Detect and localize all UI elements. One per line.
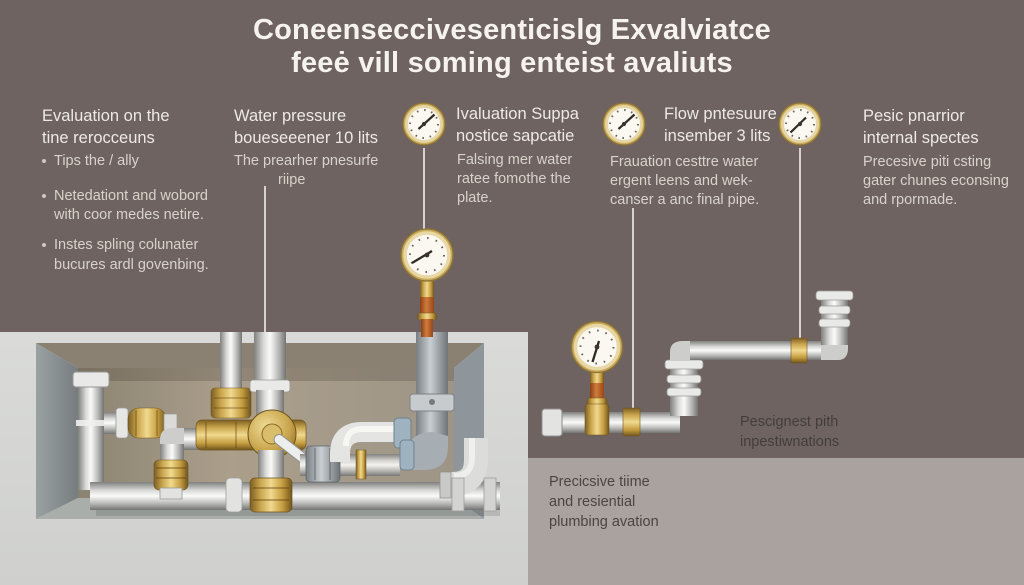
panel-caption: Precicsive tiime and resiential plumbing… <box>549 472 659 532</box>
heading-line: Flow pntesuure <box>664 105 777 123</box>
pipe-bottom-horizontal <box>90 482 500 510</box>
pipe-center-wide <box>254 332 286 384</box>
column-evaluation-bullets: Tips the / ally Netedationt and wobord w… <box>41 152 246 291</box>
column-pesic-heading: Pesic pnarrior internal spectes <box>863 106 1013 150</box>
brass-compression-fitting <box>210 387 252 419</box>
pipe-riser-upper <box>821 292 848 345</box>
pipes-photo <box>0 332 528 585</box>
brass-barrel-coupling <box>127 407 167 439</box>
heading-line: boueseeener 10 lits <box>234 128 379 147</box>
column-ivaluation-body: Falsing mer water ratee fomothe the plat… <box>457 151 617 208</box>
caption-line: and resiential <box>549 494 636 510</box>
heading-line: Water pressure <box>234 107 347 125</box>
bottom-right-panel <box>528 458 1024 585</box>
caption-line: inpestiwnations <box>740 433 840 450</box>
body-line: ergent leens and wek- <box>610 172 753 189</box>
body-line: The prearher pnesurfe <box>234 153 379 169</box>
pipe-center-thin <box>220 332 242 392</box>
list-item: Netedationt and wobord with coor medes n… <box>41 187 246 225</box>
brass-coupling-upper <box>790 337 808 364</box>
heading-line: insember 3 lits <box>664 126 771 145</box>
column-evaluation-heading: Evaluation on the tine rerocceuns <box>42 106 242 150</box>
heading-line: Pesic pnarrior <box>863 107 965 125</box>
heading-line: Ivaluation Suppa <box>456 105 579 123</box>
bullet-text: with coor medes netire. <box>54 207 204 224</box>
ornate-brass-coupling <box>153 459 189 491</box>
body-line: and rpormade. <box>863 191 958 208</box>
body-line: canser a anc final pipe. <box>610 191 760 208</box>
niche-left-wall <box>36 343 78 519</box>
body-line: riipe <box>278 171 306 188</box>
pipe-caption: Pescignest pith inpestiwnations <box>740 413 839 452</box>
connector-line-col5 <box>799 148 801 344</box>
connector-line-col2 <box>264 186 266 332</box>
body-line: gater chunes econsing <box>863 172 1009 189</box>
heading-line: internal spectes <box>863 128 979 147</box>
column-water-pressure-heading: Water pressure boueseeener 10 lits <box>234 106 404 150</box>
pipe-upper <box>690 341 824 360</box>
blue-elbow <box>408 432 448 470</box>
heading-line: Evaluation on the <box>42 107 170 125</box>
brass-hex-coupling <box>249 477 293 513</box>
bullet-text: Instes spling colunater <box>54 237 199 254</box>
list-item: Instes spling colunater bucures ardl gov… <box>41 236 246 274</box>
title-line-1: Coneenseccivesenticislg Exvalviatce <box>252 14 771 46</box>
pipe-illustration <box>541 290 854 437</box>
body-line: Precesive piti csting <box>863 154 992 170</box>
column-ivaluation-heading: Ivaluation Suppa nostice sapcatie <box>456 104 616 148</box>
connector-line-col3 <box>423 148 425 229</box>
column-water-pressure-body: The prearher pnesurfe riipe <box>234 152 414 190</box>
bullet-text: bucures ardl govenbing. <box>54 256 209 273</box>
caption-line: Precicsive tiime <box>549 474 650 490</box>
title-line-2: feeė vill soming enteist avaliuts <box>291 47 733 80</box>
list-item: Tips the / ally <box>41 152 246 171</box>
body-line: Falsing mer water <box>457 152 573 168</box>
heading-line: tine rerocceuns <box>42 128 155 147</box>
body-line: Frauation cesttre water <box>610 154 759 170</box>
body-line: ratee fomothe the <box>457 170 571 187</box>
brass-coupling-lower <box>622 407 641 437</box>
column-flow-heading: Flow pntesuure insember 3 lits <box>664 104 824 148</box>
pressure-gauge-icon <box>602 102 646 146</box>
pressure-gauge-middle <box>400 228 454 337</box>
column-flow-body: Frauation cesttre water ergent leens and… <box>610 153 785 210</box>
heading-line: nostice sapcatie <box>456 126 575 145</box>
bullet-text: Netedationt and wobord <box>54 188 208 205</box>
connector-line-col4 <box>632 208 634 414</box>
pressure-gauge-icon <box>778 102 822 146</box>
body-line: plate. <box>457 189 493 206</box>
bullet-text: Tips the / ally <box>54 153 139 169</box>
caption-line: plumbing avation <box>549 514 659 530</box>
caption-line: Pescignest pith <box>740 414 839 430</box>
pipe-right-gray <box>416 332 448 444</box>
pressure-gauge-icon <box>402 102 446 146</box>
pipe-lower <box>544 412 680 433</box>
page-title: Coneenseccivesenticislg Exvalviatce feeė… <box>0 14 1024 80</box>
column-pesic-body: Precesive piti csting gater chunes econs… <box>863 153 1024 210</box>
